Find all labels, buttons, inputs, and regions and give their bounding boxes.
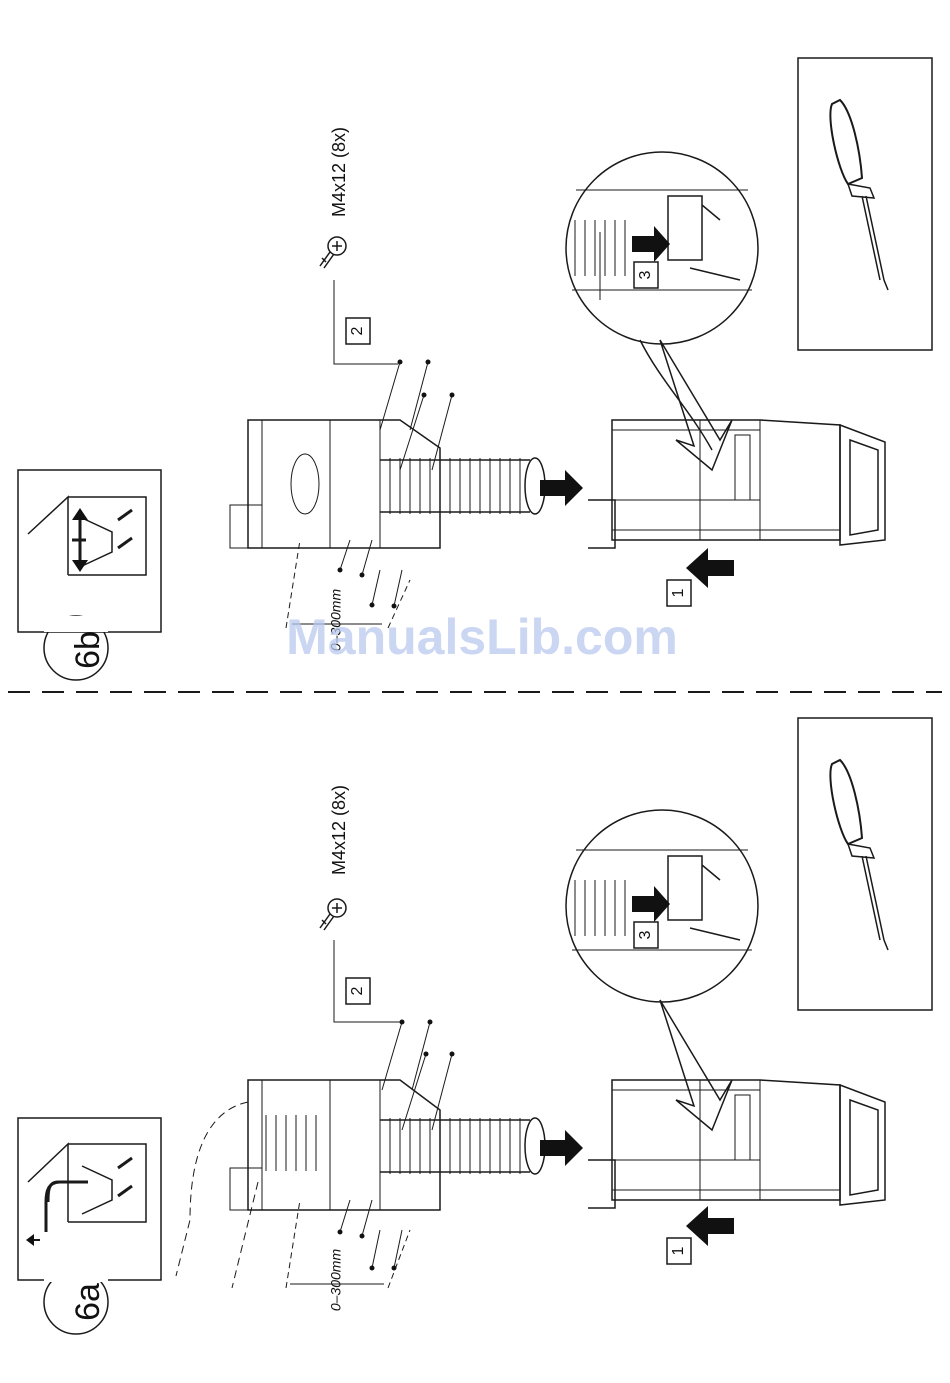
callout-3: 3 <box>637 270 654 279</box>
push-arrow <box>686 1206 734 1246</box>
chimney-body <box>588 1080 885 1208</box>
screw-icon <box>320 237 346 268</box>
callout-1: 1 <box>670 588 687 597</box>
screwdriver-icon <box>798 718 932 1010</box>
callout-2: 2 <box>349 986 366 995</box>
recirculation-mode-icon <box>28 497 146 575</box>
screw-icon <box>320 899 346 930</box>
panel-6b: 6b 0–300mm <box>18 58 932 680</box>
screwdriver-icon <box>798 58 932 350</box>
hood-body <box>230 420 440 548</box>
dimension-label: 0–300mm <box>328 1249 344 1312</box>
screw-spec: M4x12 (8x) <box>329 127 349 217</box>
hood-body <box>230 1080 440 1210</box>
step-label: 6a <box>69 1283 107 1321</box>
flex-duct <box>380 458 583 514</box>
screws <box>338 360 455 609</box>
detail-zoom: 3 <box>566 810 758 1130</box>
callout-2: 2 <box>349 326 366 335</box>
step-badge: 6a <box>18 1118 161 1334</box>
screw-spec: M4x12 (8x) <box>329 785 349 875</box>
flex-duct <box>380 1118 583 1174</box>
push-arrow <box>686 548 734 588</box>
detail-zoom: 3 <box>566 152 758 470</box>
chimney-body <box>588 420 885 548</box>
extraction-mode-icon <box>26 1144 146 1246</box>
watermark: ManualsLib.com <box>286 609 678 665</box>
callout-3: 3 <box>637 930 654 939</box>
callout-1: 1 <box>670 1246 687 1255</box>
panel-6a: 6a 0–300mm <box>18 718 932 1334</box>
dimension-callout: 0–300mm <box>286 1200 410 1311</box>
step-label: 6b <box>69 631 107 669</box>
screws <box>338 1020 455 1271</box>
